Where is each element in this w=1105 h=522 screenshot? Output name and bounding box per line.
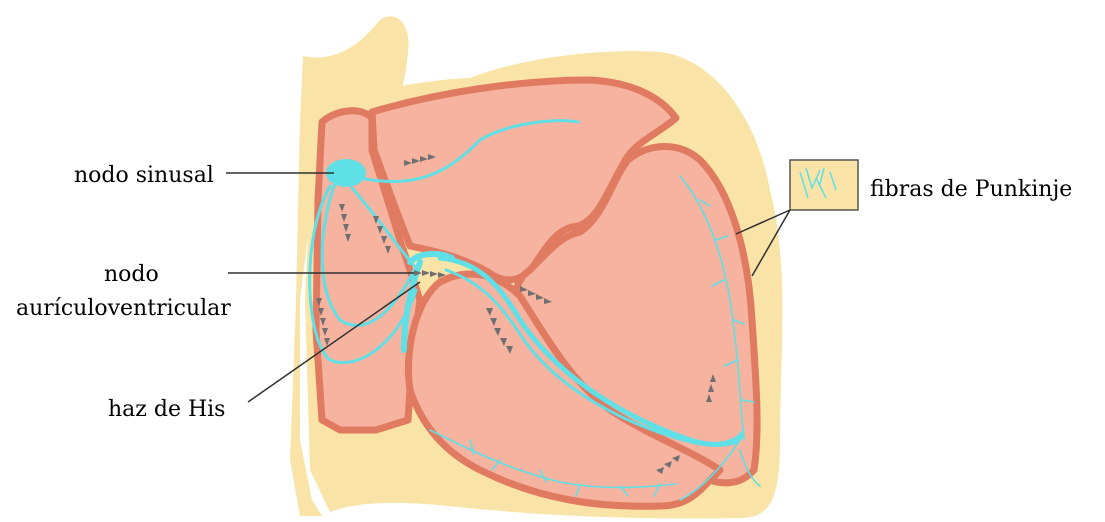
sa-node-label: nodo sinusal	[74, 163, 214, 188]
purkinje-label: fibras de Punkinje	[870, 177, 1072, 202]
his-bundle-label: haz de His	[108, 397, 225, 422]
inset-frame	[790, 160, 858, 210]
av-node-label-line2: aurículoventricular	[16, 296, 231, 321]
av-node-label-line1: nodo	[104, 262, 159, 287]
purkinje-inset	[790, 160, 858, 210]
